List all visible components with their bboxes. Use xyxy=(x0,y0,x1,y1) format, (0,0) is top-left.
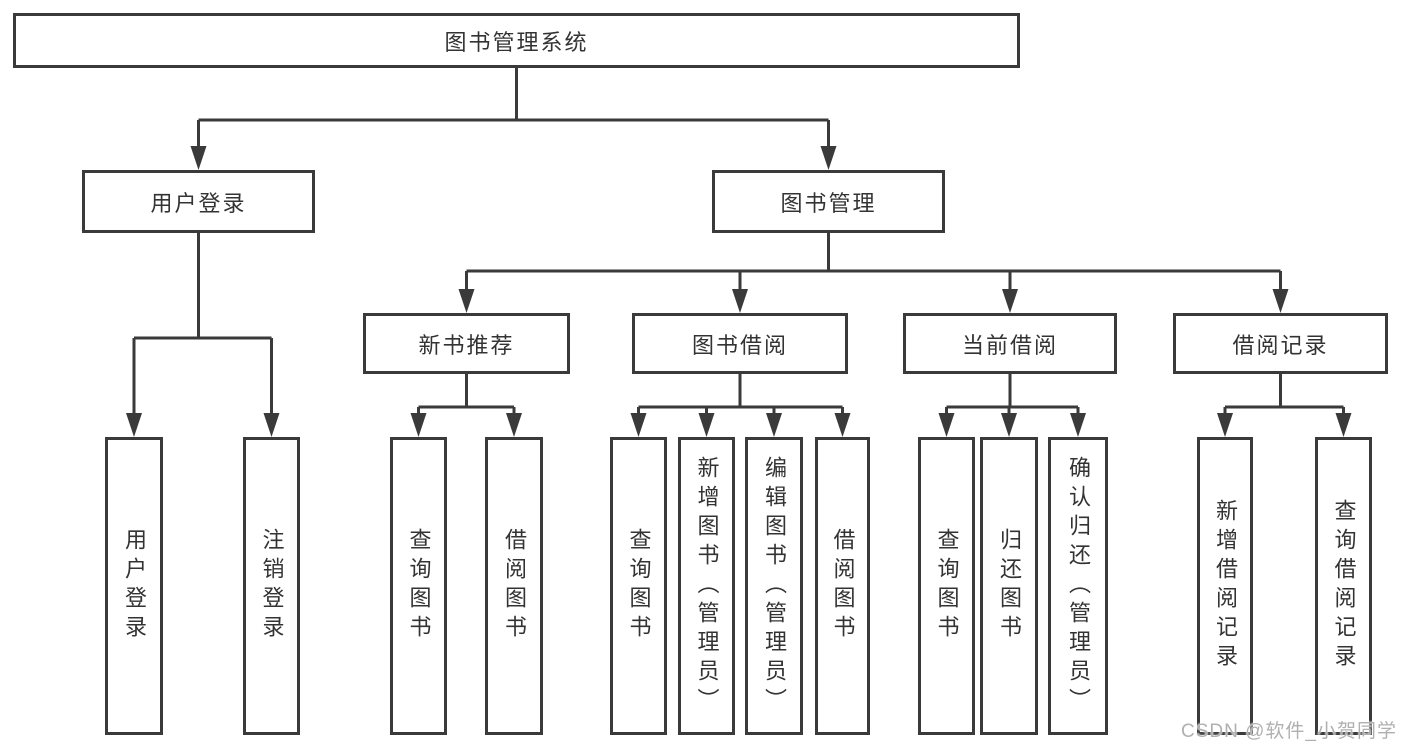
arrow-icon xyxy=(766,413,782,437)
node-new-book-recommendation: 新书推荐 xyxy=(363,313,570,374)
arrow-icon xyxy=(834,413,851,437)
arrow-icon xyxy=(506,413,522,437)
arrow-icon xyxy=(820,146,837,170)
arrowheads xyxy=(126,146,1352,437)
node-book-management: 图书管理 xyxy=(712,170,945,233)
leaf-user-login: 用户登录 xyxy=(105,437,163,735)
leaf-add-books-admin: 新增图书（管理员） xyxy=(678,437,735,735)
arrow-icon xyxy=(410,413,427,437)
connector-bookmgmt-to-level2 xyxy=(465,233,1282,291)
leaf-query-borrow-record: 查询借阅记录 xyxy=(1315,437,1372,735)
leaf-borrow-books: 借阅图书 xyxy=(815,437,870,735)
arrow-icon xyxy=(1001,413,1017,437)
arrow-icon xyxy=(732,289,748,313)
node-book-borrowing: 图书借阅 xyxy=(632,313,848,374)
connector-newbook-to-leaves xyxy=(417,374,516,415)
node-root-library-system: 图书管理系统 xyxy=(13,13,1020,68)
connector-userlogin-to-leaves xyxy=(132,233,273,415)
arrow-icon xyxy=(1070,413,1086,437)
leaf-query-books-current: 查询图书 xyxy=(918,437,975,735)
leaf-query-books-borrow: 查询图书 xyxy=(610,437,667,735)
arrow-icon xyxy=(458,289,475,313)
connector-bookborrow-to-leaves xyxy=(637,374,844,415)
connector-currentborrow-to-leaves xyxy=(945,374,1080,415)
arrow-icon xyxy=(1335,413,1352,437)
arrow-icon xyxy=(630,413,647,437)
leaf-logout: 注销登录 xyxy=(243,437,300,735)
leaf-return-books: 归还图书 xyxy=(980,437,1038,735)
leaf-borrow-books-recommend: 借阅图书 xyxy=(485,437,543,735)
connector-borrowrecords-to-leaves xyxy=(1223,374,1345,415)
node-current-borrowing: 当前借阅 xyxy=(903,313,1117,374)
arrow-icon xyxy=(190,146,207,170)
arrow-icon xyxy=(938,413,955,437)
connector-root-to-level1 xyxy=(197,68,830,148)
leaf-edit-books-admin: 编辑图书（管理员） xyxy=(745,437,803,735)
arrow-icon xyxy=(1272,289,1289,313)
arrow-icon xyxy=(126,413,142,437)
arrow-icon xyxy=(1002,289,1018,313)
watermark: CSDN @软件_小贺同学 xyxy=(1181,721,1397,742)
arrow-icon xyxy=(698,413,715,437)
leaf-add-borrow-record: 新增借阅记录 xyxy=(1197,437,1253,735)
leaf-confirm-return-admin: 确认归还（管理员） xyxy=(1048,437,1108,735)
node-user-login: 用户登录 xyxy=(82,170,315,233)
node-borrowing-records: 借阅记录 xyxy=(1173,313,1388,374)
leaf-query-books-recommend: 查询图书 xyxy=(390,437,447,735)
arrow-icon xyxy=(1217,413,1233,437)
arrow-icon xyxy=(263,413,280,437)
